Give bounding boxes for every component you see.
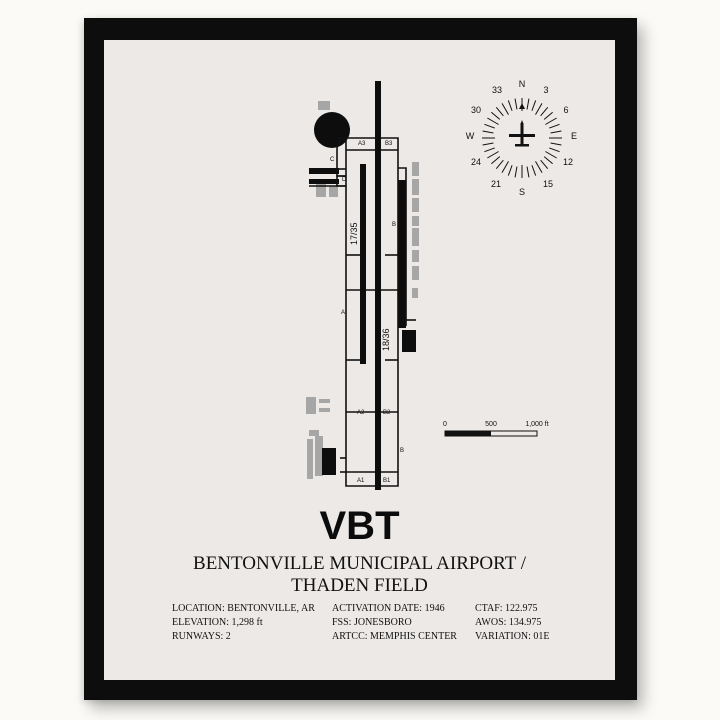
info-location: LOCATION: BENTONVILLE, AR [172, 603, 315, 614]
compass-tick [540, 159, 549, 169]
info-activation-date: ACTIVATION DATE: 1946 [332, 603, 445, 614]
compass-tick [550, 130, 562, 134]
north-arrow-icon [519, 103, 525, 109]
compass-tick [495, 107, 504, 117]
compass-label-15: 15 [543, 179, 553, 189]
airplane-icon [509, 120, 535, 147]
taxiway-label-b1: B1 [383, 478, 391, 484]
compass-label-s: S [519, 187, 525, 197]
compass-label-n: N [519, 79, 526, 89]
scale-label-0: 0 [443, 421, 447, 428]
airport-poster: 17/35 18/36 A3 B3 C D B A A2 B2 B A1 B1 … [104, 40, 615, 680]
runways [360, 81, 381, 490]
info-runways: RUNWAYS: 2 [172, 631, 231, 642]
taxiway-label-a2: A2 [357, 410, 365, 416]
airport-diagram: 17/35 18/36 A3 B3 C D B A A2 B2 B A1 B1 … [306, 79, 577, 490]
taxiway-label-a1: A1 [357, 478, 365, 484]
compass-tick [487, 151, 499, 159]
compass-tick [549, 123, 560, 129]
compass-tick [491, 156, 501, 165]
taxiway-label-b2: B2 [383, 410, 391, 416]
scale-bar: 0 500 1,000 ft [443, 421, 549, 437]
runway-18-36 [375, 81, 381, 490]
info-artcc: ARTCC: MEMPHIS CENTER [332, 631, 457, 642]
taxiway-label-b-south: B [400, 448, 404, 454]
compass-label-e: E [571, 131, 577, 141]
compass-label-21: 21 [491, 179, 501, 189]
compass-tick [482, 130, 494, 134]
compass-tick [501, 161, 509, 173]
info-ctaf: CTAF: 122.975 [475, 603, 538, 614]
compass-tick [484, 147, 495, 153]
airport-name-line1: BENTONVILLE MUNICIPAL AIRPORT / [193, 553, 526, 574]
compass-label-3: 3 [543, 85, 548, 95]
compass-tick [514, 166, 518, 178]
info-fss: FSS: JONESBORO [332, 617, 412, 628]
compass-tick [484, 123, 495, 129]
compass-tick [545, 151, 557, 159]
runway-label-17-35: 17/35 [349, 222, 359, 245]
info-elevation: ELEVATION: 1,298 ft [172, 617, 263, 628]
compass-tick [507, 100, 513, 111]
compass-tick [550, 142, 562, 146]
scale-label-500: 500 [485, 421, 497, 428]
runway-17-35 [360, 164, 366, 364]
compass-tick [545, 117, 557, 125]
compass-tick [482, 142, 494, 146]
buildings-gray [306, 101, 419, 479]
taxiway-label-d: D [342, 177, 347, 183]
compass-tick [543, 111, 553, 120]
compass-label-6: 6 [563, 105, 568, 115]
airport-code: VBT [319, 504, 400, 548]
taxiway-label-b3: B3 [385, 141, 393, 147]
compass-label-24: 24 [471, 157, 481, 167]
compass-tick [549, 147, 560, 153]
airport-name-line2: THADEN FIELD [291, 575, 428, 596]
compass-tick [543, 156, 553, 165]
compass-tick [487, 117, 499, 125]
compass-tick [535, 103, 543, 115]
taxiway-label-b-north: B [392, 222, 396, 228]
taxiway-label-c: C [330, 157, 335, 163]
compass-tick [495, 159, 504, 169]
scale-label-1000ft: 1,000 ft [525, 421, 548, 428]
compass-label-30: 30 [471, 105, 481, 115]
compass-tick [531, 165, 537, 176]
compass-label-33: 33 [492, 85, 502, 95]
compass-tick [531, 100, 537, 111]
taxiway-label-a3: A3 [358, 141, 366, 147]
compass-tick [491, 111, 501, 120]
compass-tick [501, 103, 509, 115]
info-column-1: LOCATION: BENTONVILLE, AR ELEVATION: 1,2… [172, 602, 315, 644]
compass-tick [526, 166, 530, 178]
compass-rose: N 3 6 E 12 15 S 21 24 W 30 33 [466, 79, 577, 197]
compass-tick [507, 165, 513, 176]
compass-tick [540, 107, 549, 117]
compass-tick [526, 98, 530, 110]
info-column-3: CTAF: 122.975 AWOS: 134.975 VARIATION: 0… [475, 602, 550, 644]
compass-label-12: 12 [563, 157, 573, 167]
info-awos: AWOS: 134.975 [475, 617, 542, 628]
compass-tick [535, 161, 543, 173]
compass-tick [514, 98, 518, 110]
compass-label-w: W [466, 131, 475, 141]
taxiway-label-a: A [341, 310, 345, 316]
compass-ticks [482, 98, 562, 178]
info-variation: VARIATION: 01E [475, 631, 550, 642]
runway-label-18-36: 18/36 [381, 328, 391, 351]
info-column-2: ACTIVATION DATE: 1946 FSS: JONESBORO ART… [332, 602, 457, 644]
